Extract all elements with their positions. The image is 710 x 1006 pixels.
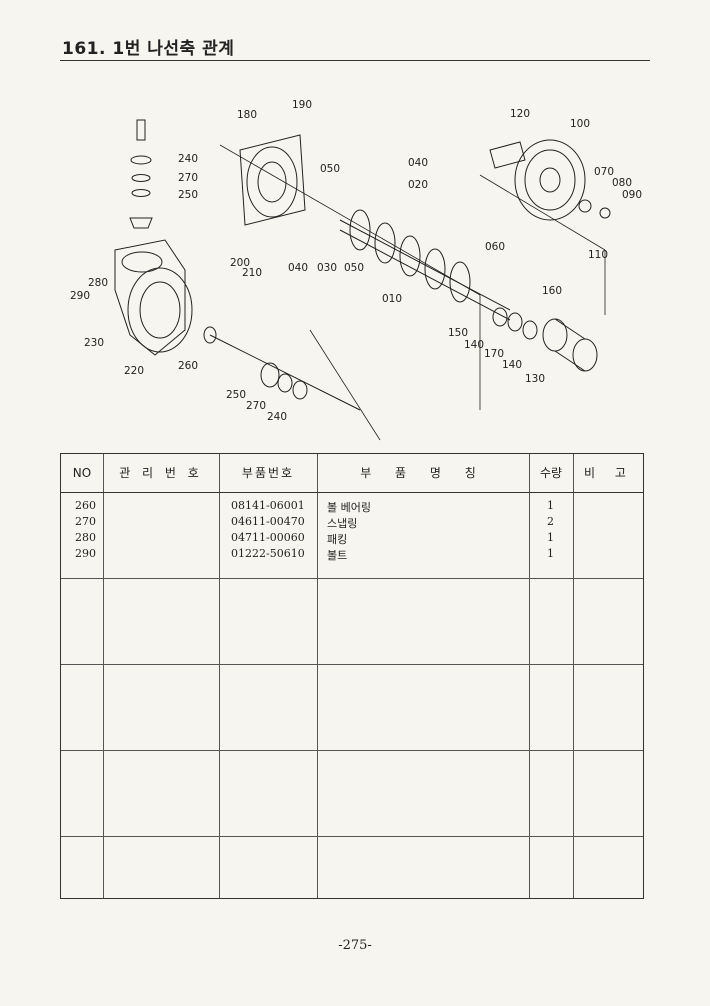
callout-110: 110 bbox=[588, 249, 608, 261]
page-title: 161. 1번 나선축 관계 bbox=[62, 39, 235, 59]
callout-250-b: 250 bbox=[226, 389, 246, 401]
callout-020: 020 bbox=[408, 179, 428, 191]
col-divider bbox=[103, 454, 104, 898]
callout-010: 010 bbox=[382, 293, 402, 305]
bearing-rings bbox=[203, 307, 538, 411]
callout-200: 200 bbox=[230, 257, 250, 269]
screw-auger-010 bbox=[339, 209, 511, 321]
cell-no: 280 bbox=[75, 531, 96, 544]
cell-part-no: 01222-50610 bbox=[231, 547, 305, 560]
callout-290: 290 bbox=[70, 290, 90, 302]
table-row: 280 04711-00060 패킹 1 bbox=[61, 531, 643, 546]
callout-270: 270 bbox=[178, 172, 198, 184]
callout-220: 220 bbox=[124, 365, 144, 377]
callout-230: 230 bbox=[84, 337, 104, 349]
assembly-frame-lines bbox=[219, 144, 606, 441]
header-qty: 수량 bbox=[539, 466, 563, 480]
callout-030: 030 bbox=[317, 262, 337, 274]
cell-part-no: 08141-06001 bbox=[231, 499, 305, 512]
callout-100: 100 bbox=[570, 118, 590, 130]
callout-080: 080 bbox=[612, 177, 632, 189]
callout-060: 060 bbox=[485, 241, 505, 253]
cell-part-no: 04711-00060 bbox=[231, 531, 305, 544]
col-divider bbox=[219, 454, 220, 898]
callout-150: 150 bbox=[448, 327, 468, 339]
callout-050-b: 050 bbox=[344, 262, 364, 274]
cell-qty: 1 bbox=[547, 547, 554, 560]
cell-part-name: 패킹 bbox=[327, 533, 348, 546]
col-divider bbox=[529, 454, 530, 898]
table-row: 270 04611-00470 스냅링 2 bbox=[61, 515, 643, 530]
callout-210: 210 bbox=[242, 267, 262, 279]
callout-270-b: 270 bbox=[246, 400, 266, 412]
callout-260: 260 bbox=[178, 360, 198, 372]
callout-240-b: 240 bbox=[267, 411, 287, 423]
callout-250: 250 bbox=[178, 189, 198, 201]
callout-170: 170 bbox=[484, 348, 504, 360]
cell-no: 290 bbox=[75, 547, 96, 560]
cell-part-name: 스냅링 bbox=[327, 517, 358, 530]
title-divider bbox=[60, 60, 650, 61]
gear-housing-220 bbox=[114, 239, 193, 356]
callout-070: 070 bbox=[594, 166, 614, 178]
row-block-divider bbox=[61, 750, 643, 751]
col-divider bbox=[573, 454, 574, 898]
callout-040-b: 040 bbox=[288, 262, 308, 274]
flange-housing-180 bbox=[239, 134, 306, 226]
page-number: -275- bbox=[338, 938, 372, 953]
header-part-no: 부품번호 bbox=[241, 466, 295, 480]
callout-140-b: 140 bbox=[502, 359, 522, 371]
cell-part-name: 볼트 bbox=[327, 549, 348, 562]
callout-140-a: 140 bbox=[464, 339, 484, 351]
row-block-divider bbox=[61, 664, 643, 665]
table-header: NO 관 리 번 호 부품번호 부 품 명 칭 수량 비 고 bbox=[61, 454, 643, 493]
parts-list-table: NO 관 리 번 호 부품번호 부 품 명 칭 수량 비 고 260 08141… bbox=[60, 453, 644, 899]
row-block-divider bbox=[61, 578, 643, 579]
callout-120: 120 bbox=[510, 108, 530, 120]
callout-130: 130 bbox=[525, 373, 545, 385]
cell-qty: 2 bbox=[547, 515, 554, 528]
table-row: 290 01222-50610 볼트 1 bbox=[61, 547, 643, 562]
callout-090: 090 bbox=[622, 189, 642, 201]
cell-qty: 1 bbox=[547, 499, 554, 512]
callout-190: 190 bbox=[292, 99, 312, 111]
header-remarks: 비 고 bbox=[584, 466, 634, 480]
col-divider bbox=[317, 454, 318, 898]
left-stack-parts bbox=[129, 119, 153, 229]
pulley-100 bbox=[514, 139, 611, 221]
cell-part-no: 04611-00470 bbox=[231, 515, 305, 528]
callout-280: 280 bbox=[88, 277, 108, 289]
collar-130 bbox=[542, 318, 598, 372]
callout-040: 040 bbox=[408, 157, 428, 169]
callout-050: 050 bbox=[320, 163, 340, 175]
callout-240: 240 bbox=[178, 153, 198, 165]
header-part-name: 부 품 명 칭 bbox=[360, 466, 486, 480]
callout-160: 160 bbox=[542, 285, 562, 297]
header-no: NO bbox=[72, 466, 92, 480]
cell-no: 270 bbox=[75, 515, 96, 528]
cell-qty: 1 bbox=[547, 531, 554, 544]
cell-no: 260 bbox=[75, 499, 96, 512]
bracket-120 bbox=[489, 141, 526, 169]
exploded-parts-diagram: 240 270 250 180 190 050 040 020 120 100 … bbox=[60, 80, 650, 450]
table-row: 260 08141-06001 볼 베어링 1 bbox=[61, 499, 643, 514]
header-mgmt-no: 관 리 번 호 bbox=[119, 466, 203, 480]
callout-180: 180 bbox=[237, 109, 257, 121]
cell-part-name: 볼 베어링 bbox=[327, 501, 371, 514]
row-block-divider bbox=[61, 836, 643, 837]
